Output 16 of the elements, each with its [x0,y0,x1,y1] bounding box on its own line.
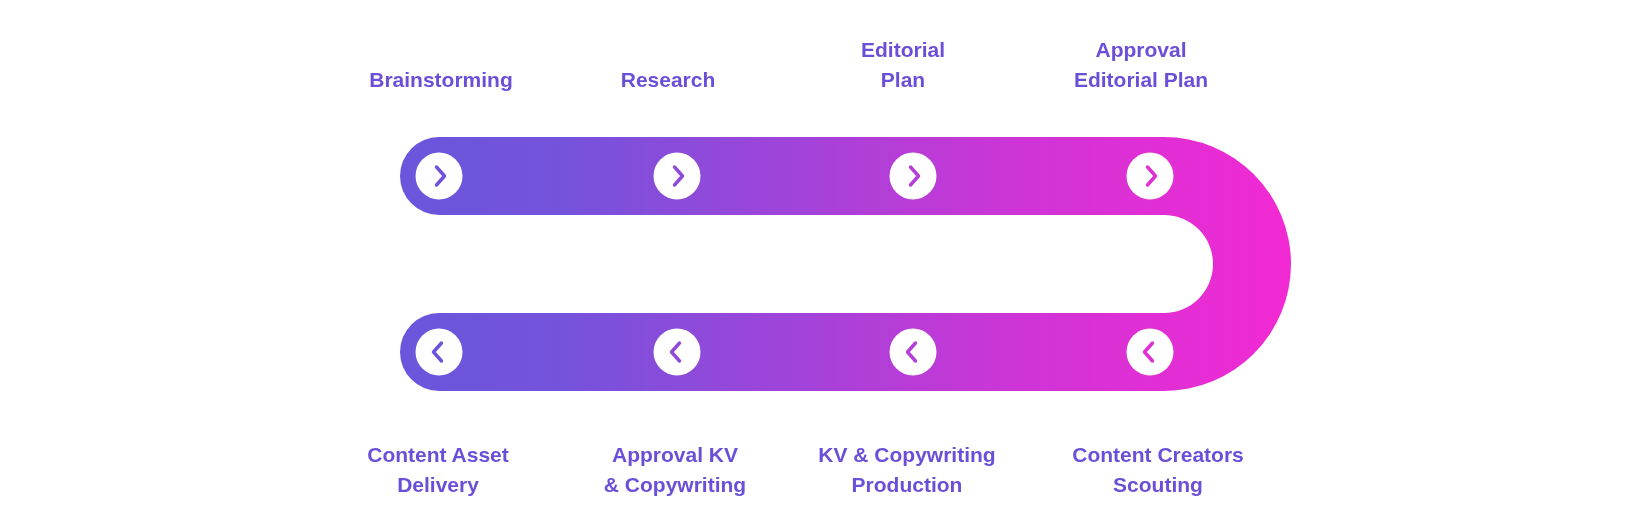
chevron-right-icon [889,152,937,200]
step-label: Approval Editorial Plan [1073,37,1209,93]
chevron-right-icon [1126,152,1174,200]
step-label: Research [620,67,716,93]
step-label: Content Asset Delivery [367,442,509,498]
step-label: Approval KV & Copywriting [603,442,747,498]
chevron-left-icon [1126,328,1174,376]
chevron-right-icon [415,152,463,200]
step-label: KV & Copywriting Production [818,442,996,498]
step-label: Editorial Plan [861,37,945,93]
chevron-right-icon [653,152,701,200]
step-label: Content Creators Scouting [1072,442,1244,498]
step-label: Brainstorming [369,67,513,93]
chevron-left-icon [889,328,937,376]
chevron-left-icon [653,328,701,376]
chevron-left-icon [415,328,463,376]
